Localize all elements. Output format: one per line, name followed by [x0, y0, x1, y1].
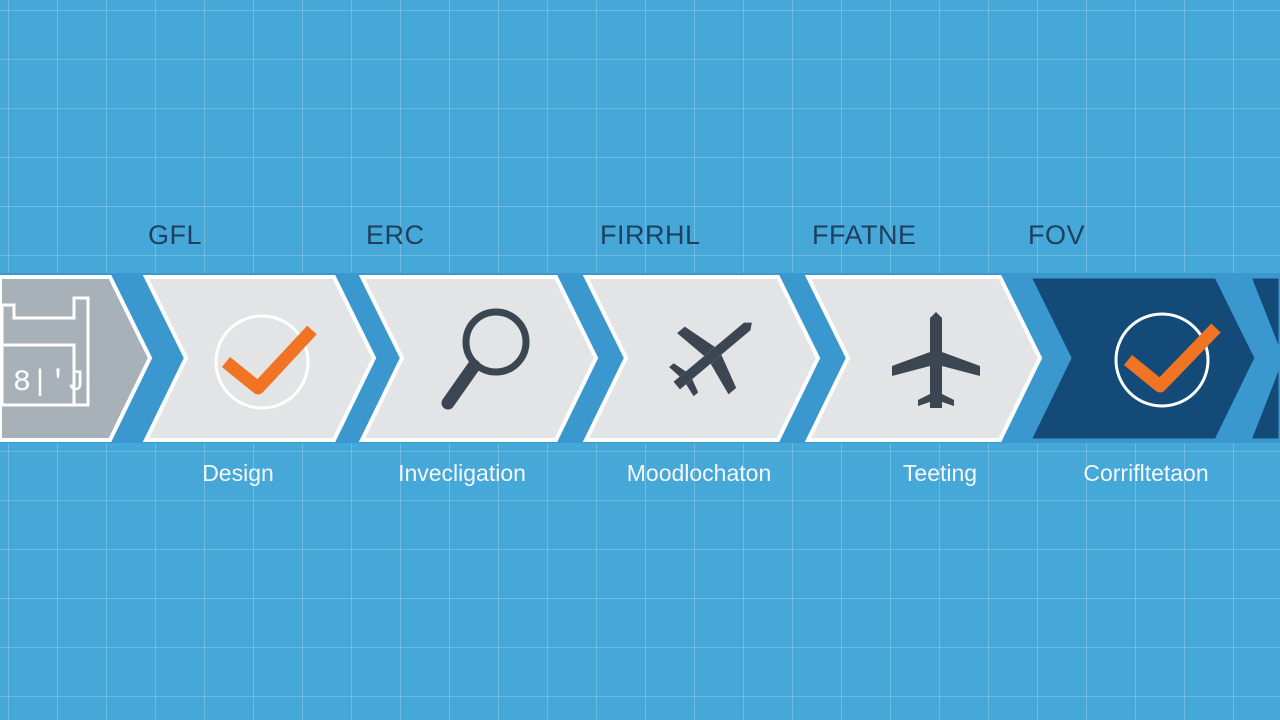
stage-chevron-0: 8|'J: [0, 275, 153, 442]
document-icon-text: 8|'J: [13, 366, 85, 400]
checkmark-icon: [1114, 312, 1221, 408]
stage-code: FFATNE: [812, 220, 917, 250]
airplane-icon: [892, 312, 980, 408]
document-icon: [0, 296, 90, 407]
stage-chevron-5: [1027, 275, 1258, 442]
stage-chevron-3: [582, 275, 821, 442]
stage-label: Teeting: [902, 460, 978, 486]
stage-label: Invecligation: [398, 460, 526, 486]
stage-chevron-6: [1247, 275, 1280, 442]
stage-code: GFL: [148, 220, 203, 250]
stage-code: FOV: [1028, 220, 1086, 250]
stage-label: Design: [202, 460, 274, 486]
airplane-icon: [669, 322, 752, 397]
stage-chevron-2: [358, 275, 599, 442]
stage-label: Corrifltetaon: [1083, 460, 1209, 486]
checkmark-icon: [214, 314, 317, 410]
stage-label: Moodlochaton: [626, 460, 772, 486]
magnifier-icon: [441, 308, 530, 410]
stage-code: ERC: [366, 220, 425, 250]
stage-chevron-4: [804, 275, 1043, 442]
stage-chevron-1: [142, 275, 377, 442]
stage-code: FIRRHL: [600, 220, 701, 250]
